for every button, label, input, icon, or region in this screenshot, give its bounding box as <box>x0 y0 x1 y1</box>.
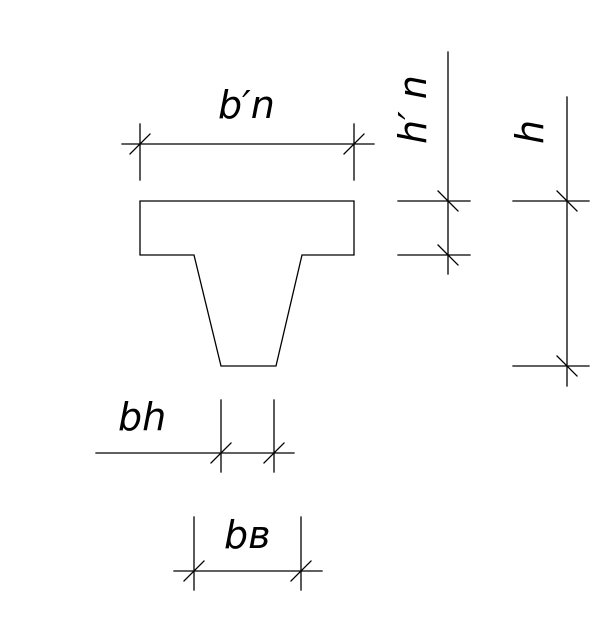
label-total-height: h <box>508 120 552 144</box>
label-web-width: bв <box>224 513 271 557</box>
dimension-bottom-width: bh <box>95 395 295 473</box>
label-flange-width: b′n <box>218 83 275 127</box>
label-flange-thickness: h′ n <box>391 75 435 144</box>
dimension-flange-thickness: h′ n <box>391 51 471 275</box>
dimension-web-width: bв <box>173 513 323 591</box>
dimension-total-height: h <box>508 96 590 387</box>
label-bottom-width: bh <box>118 395 166 439</box>
dimension-flange-width: b′n <box>121 83 375 181</box>
t-section-outline <box>139 200 355 367</box>
